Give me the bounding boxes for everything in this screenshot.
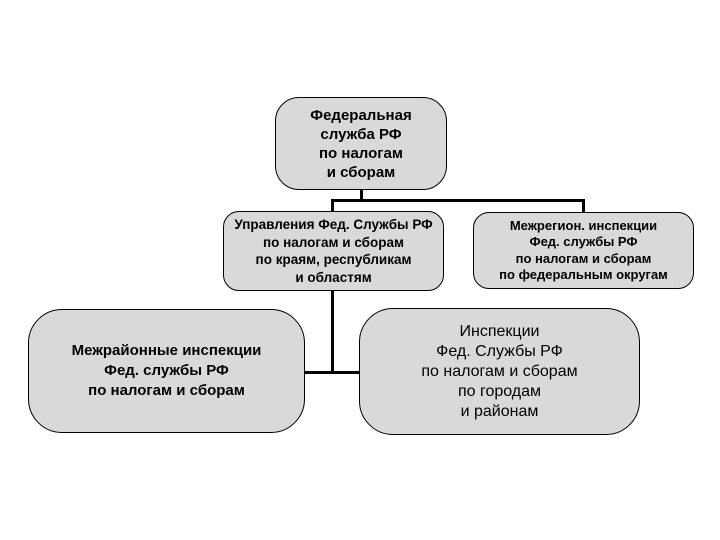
connector-right-drop [582, 199, 585, 213]
node-interregional-inspections: Межрегион. инспекции Фед. службы РФ по н… [473, 212, 694, 289]
node-city-district-inspections-label: Инспекции Фед. Службы РФ по налогам и сб… [421, 322, 578, 420]
connector-top-vertical [360, 190, 363, 202]
node-interdistrict-inspections: Межрайонные инспекции Фед. службы РФ по … [28, 309, 305, 433]
node-city-district-inspections: Инспекции Фед. Службы РФ по налогам и сб… [359, 308, 640, 435]
node-federal-tax-service: Федеральная служба РФ по налогам и сбора… [275, 97, 447, 190]
connector-lower-vertical [331, 290, 334, 374]
node-interregional-inspections-label: Межрегион. инспекции Фед. службы РФ по н… [499, 217, 668, 283]
node-regional-departments: Управления Фед. Службы РФ по налогам и с… [223, 211, 444, 291]
connector-left-drop [331, 199, 334, 212]
connector-upper-horizontal [331, 199, 585, 202]
node-interdistrict-inspections-label: Межрайонные инспекции Фед. службы РФ по … [71, 342, 262, 399]
node-regional-departments-label: Управления Фед. Службы РФ по налогам и с… [234, 217, 433, 285]
node-federal-tax-service-label: Федеральная служба РФ по налогам и сбора… [310, 106, 412, 181]
connector-lower-horizontal [305, 371, 360, 374]
